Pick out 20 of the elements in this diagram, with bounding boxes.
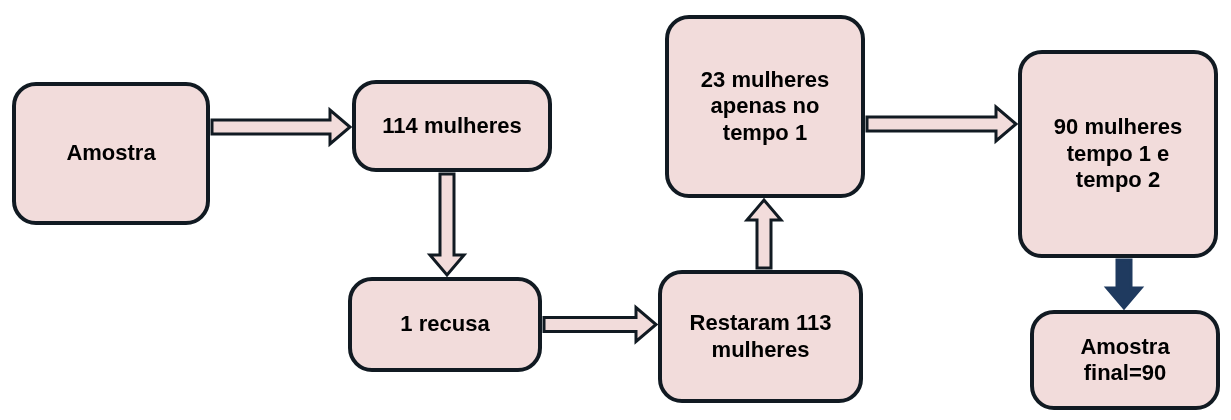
block-arrow <box>743 197 785 270</box>
process-box <box>665 15 865 198</box>
process-box <box>352 80 552 172</box>
box-label: 114 mulheres <box>382 112 522 140</box>
process-box <box>1030 310 1220 410</box>
process-box <box>658 270 863 403</box>
box-label: 90 mulheres tempo 1 e tempo 2 <box>1052 114 1184 194</box>
box-label: 1 recusa <box>400 311 490 338</box>
block-arrow <box>1103 258 1145 311</box>
process-box <box>348 277 542 372</box>
block-arrow <box>210 106 353 148</box>
process-box <box>12 82 210 225</box>
block-arrow <box>865 103 1019 145</box>
block-arrow <box>426 172 468 278</box>
box-label: 23 mulheres apenas no tempo 1 <box>699 66 831 147</box>
block-arrow <box>542 304 659 345</box>
box-label: Amostra <box>66 140 156 167</box>
box-label: Restaram 113 mulheres <box>688 310 833 363</box>
box-label: Amostra final=90 <box>1079 333 1171 387</box>
process-box <box>1018 50 1218 258</box>
